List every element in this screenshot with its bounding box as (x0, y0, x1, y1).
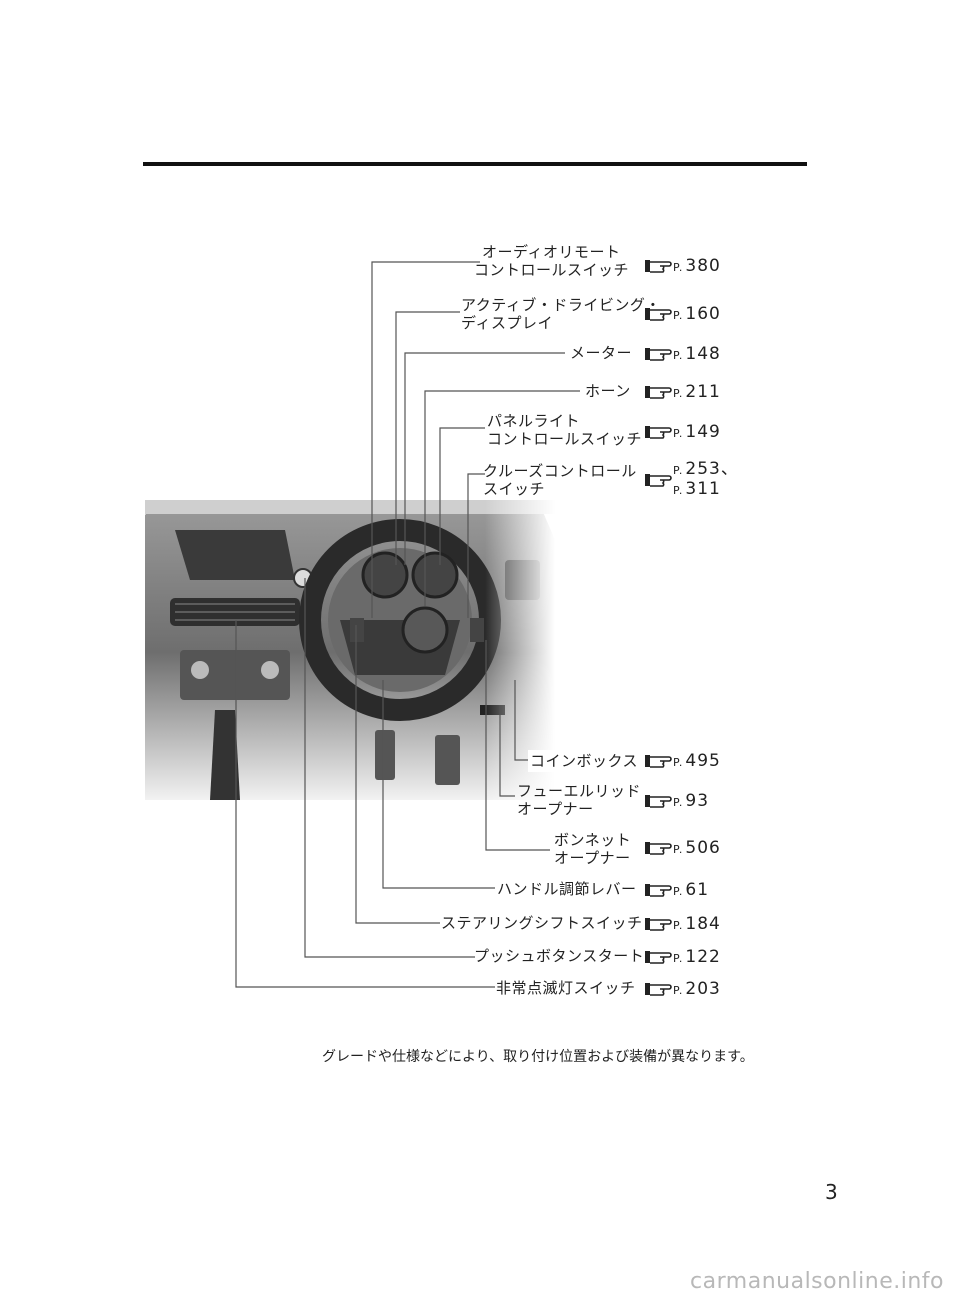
callout-push-start-ref: P.122 (645, 947, 721, 967)
top-rule (143, 162, 807, 166)
callout-coin-box-ref: P.495 (645, 751, 721, 771)
callout-shift-switch-label: ステアリングシフトスイッチ (441, 914, 643, 932)
callout-audio-remote-label: オーディオリモート コントロールスイッチ (474, 243, 630, 279)
coin-label-bg (528, 750, 630, 772)
callout-panel-light-ref: P.149 (645, 422, 721, 442)
callout-cruise-control-label: クルーズコントロール スイッチ (483, 462, 637, 498)
callout-panel-light-label: パネルライト コントロールスイッチ (487, 412, 643, 448)
callout-push-start-label: プッシュボタンスタート (474, 947, 645, 965)
pointing-hand-icon (645, 308, 672, 321)
callout-hazard-label: 非常点滅灯スイッチ (496, 979, 636, 997)
callout-meter-label: メーター (570, 344, 633, 362)
pointing-hand-icon (645, 842, 672, 855)
pointing-hand-icon (645, 260, 672, 273)
pointing-hand-icon (645, 918, 672, 931)
callout-horn-label: ホーン (585, 382, 631, 400)
callout-meter-ref: P.148 (645, 344, 721, 364)
pointing-hand-icon (645, 795, 672, 808)
callout-shift-switch-ref: P.184 (645, 914, 721, 934)
pointing-hand-icon (645, 348, 672, 361)
watermark: carmanualsonline.info (690, 1269, 944, 1294)
callout-audio-remote-ref: P.380 (645, 256, 721, 276)
callout-steering-adjust-ref: P.61 (645, 880, 709, 900)
page-number: 3 (825, 1180, 838, 1204)
pointing-hand-icon (645, 386, 672, 399)
callout-hazard-ref: P.203 (645, 979, 721, 999)
callout-bonnet-label: ボンネット オープナー (554, 831, 632, 867)
callout-active-display-label: アクティブ・ドライビング・ ディスプレイ (461, 296, 661, 332)
equipment-note: グレードや仕様などにより、取り付け位置および装備が異なります。 (322, 1049, 754, 1065)
pointing-hand-icon (645, 755, 672, 768)
callout-fuel-lid-label: フューエルリッド オープナー (517, 782, 642, 818)
callout-coin-box-label: コインボックス (530, 752, 639, 770)
pointing-hand-icon (645, 426, 672, 439)
callout-steering-adjust-label: ハンドル調節レバー (497, 880, 637, 898)
pointing-hand-icon (645, 983, 672, 996)
callout-horn-ref: P.211 (645, 382, 721, 402)
pointing-hand-icon (645, 474, 672, 487)
pointing-hand-icon (645, 884, 672, 897)
callout-fuel-lid-ref: P.93 (645, 791, 709, 811)
callout-bonnet-ref: P.506 (645, 838, 721, 858)
pointing-hand-icon (645, 951, 672, 964)
callout-cruise-control-ref: P.253、 P.311 (645, 460, 739, 500)
callout-active-display-ref: P.160 (645, 304, 721, 324)
